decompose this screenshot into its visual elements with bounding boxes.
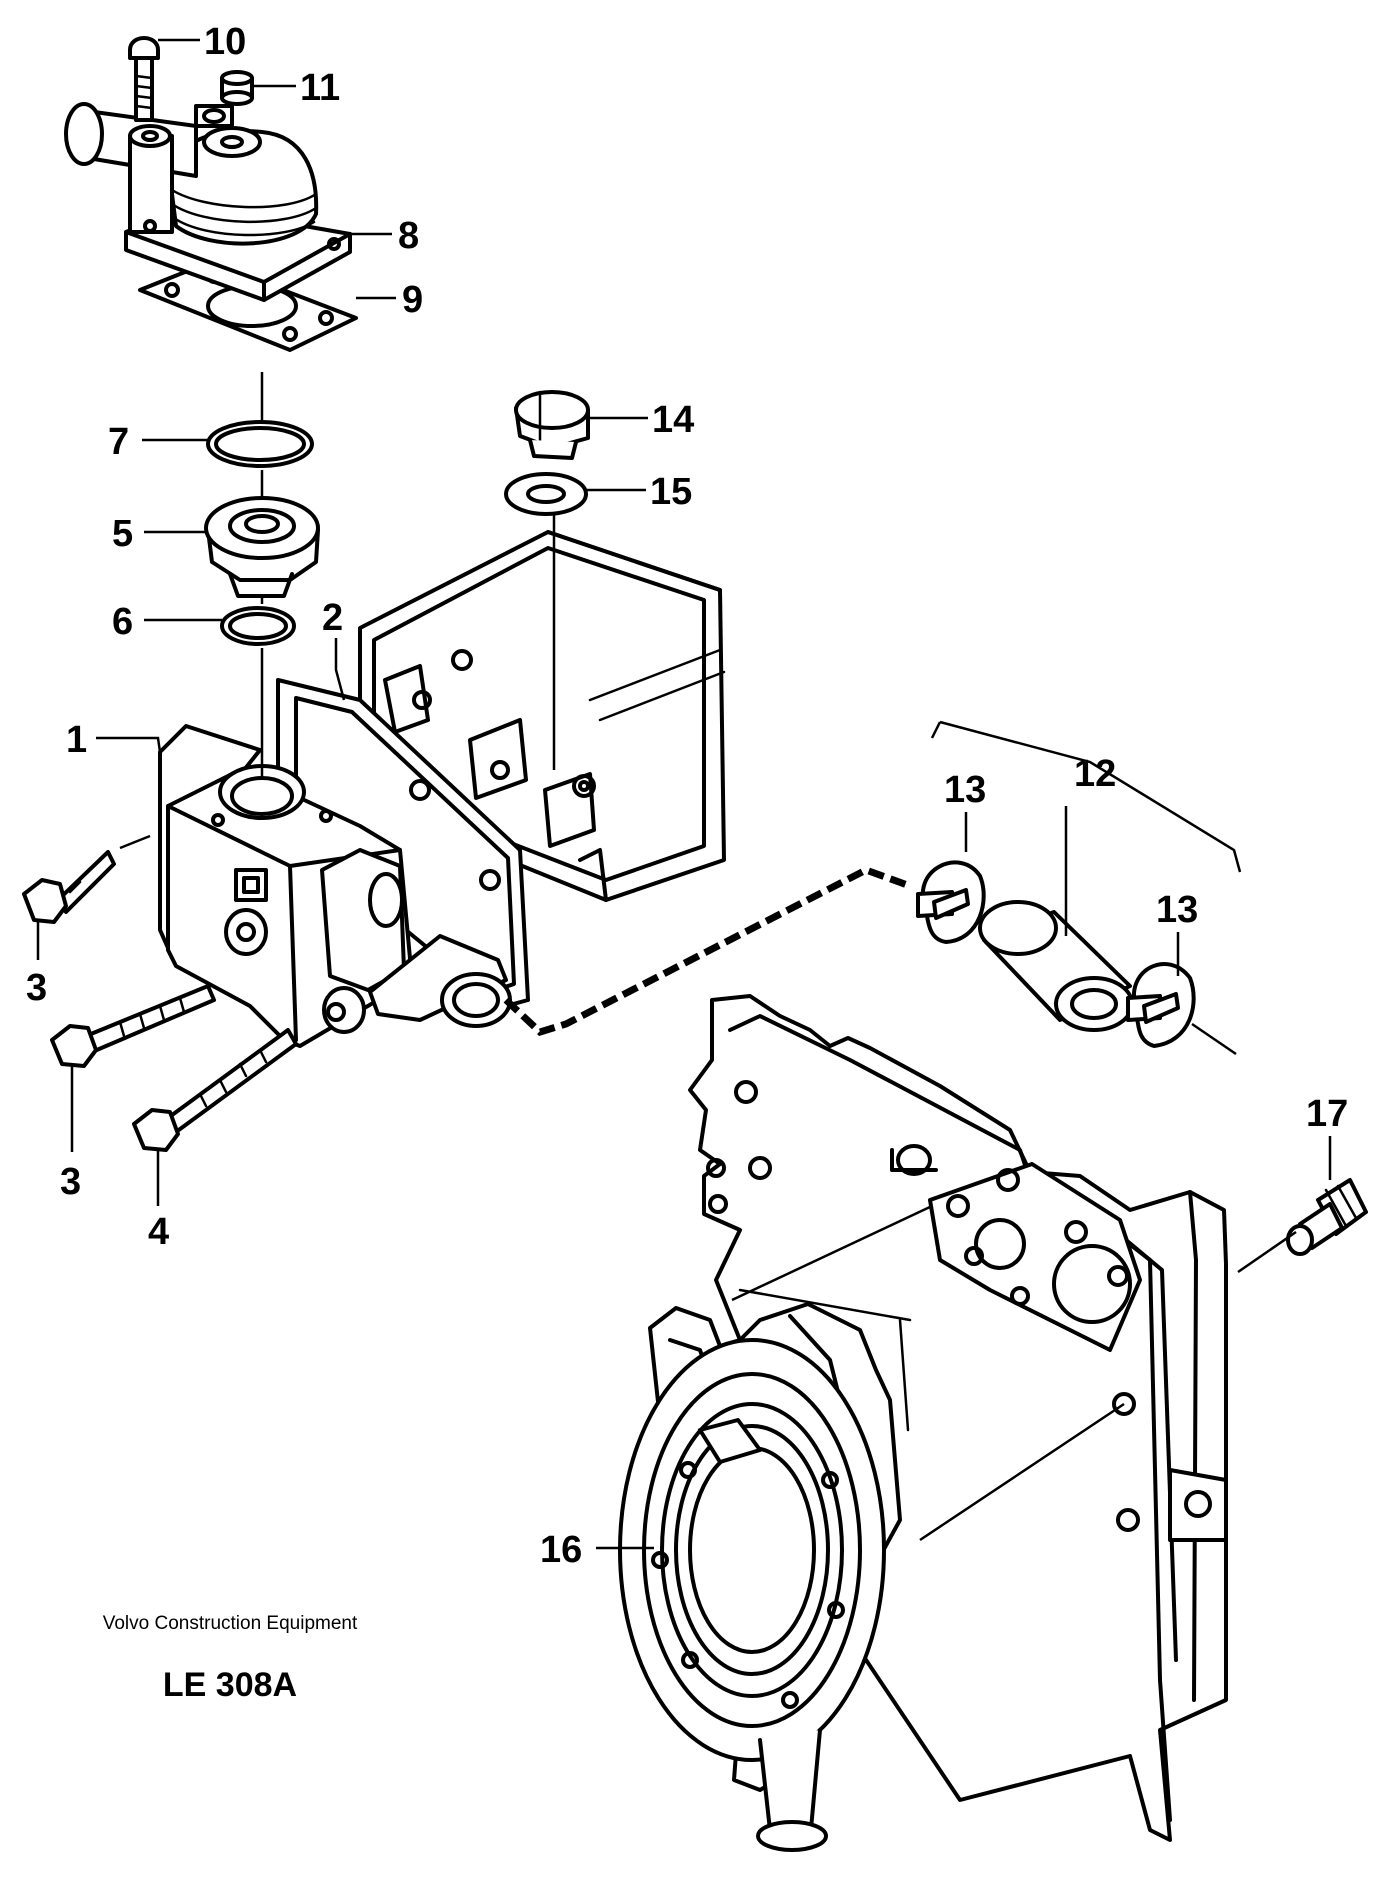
thermostat-cover-8 [64,102,352,302]
bolt-3-bottom [50,984,216,1068]
callout-12: 12 [1074,753,1116,795]
callout-3-top: 3 [26,967,47,1009]
callout-17: 17 [1306,1093,1348,1135]
bolt-4 [132,1028,298,1152]
plug-14 [514,390,590,460]
callout-4: 4 [148,1211,169,1253]
water-pump-16 [618,1302,902,1852]
bolt-3-top [22,850,116,924]
timing-cover-housing [688,994,1228,1842]
callout-14: 14 [652,399,694,441]
callout-8: 8 [398,215,419,257]
callout-1: 1 [66,719,87,761]
callout-3-bottom: 3 [60,1161,81,1203]
callout-7: 7 [108,421,129,463]
callout-11: 11 [300,67,340,109]
bolt-10 [128,36,160,122]
callout-10: 10 [204,21,246,63]
callout-13-right: 13 [1156,889,1198,931]
sensor-17 [1286,1178,1368,1256]
hose-clamp-13-right [1126,962,1196,1048]
callout-2: 2 [322,597,343,639]
illustration-code: LE 308A [162,1666,298,1704]
seal-ring-6 [220,606,296,646]
leader-lines [36,38,1332,1550]
callout-6: 6 [112,601,133,643]
plug-11 [220,70,254,106]
callout-13-left: 13 [944,769,986,811]
callout-15: 15 [650,471,692,513]
seal-ring-7 [206,420,314,468]
callout-5: 5 [112,513,133,555]
assembly-axis-lines [260,372,1297,1542]
callout-labels: 10 11 8 9 7 14 5 15 6 2 1 13 12 13 3 3 4… [26,21,1348,1571]
hose-routing-dashed-line [503,866,912,1036]
hose-clamp-13-left [916,860,986,944]
thermostat-5 [204,496,320,598]
thermostat-housing-1 [158,724,512,1048]
callout-16: 16 [540,1529,582,1571]
washer-15 [504,472,588,516]
hose-12 [978,900,1134,1032]
callout-9: 9 [402,279,423,321]
company-name: Volvo Construction Equipment [102,1613,358,1634]
